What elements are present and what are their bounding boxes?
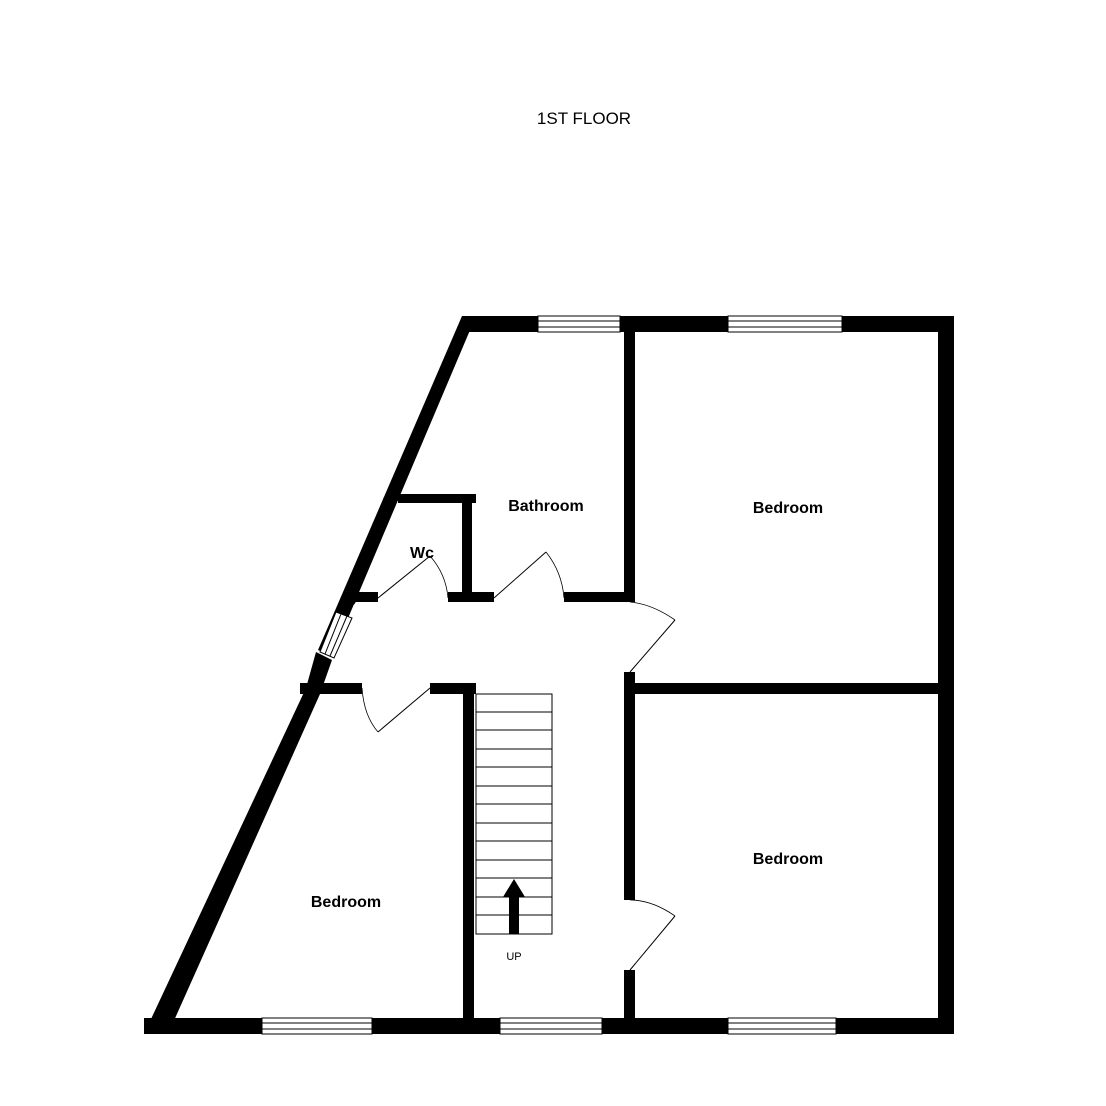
wall-bedroom-left-top — [430, 683, 476, 694]
room-label-bedroom-bottom-right: Bedroom — [753, 851, 823, 868]
door-bedroom-bottom-right — [629, 899, 676, 971]
top-wall-segment — [842, 316, 954, 332]
wall-hall-right — [624, 970, 635, 1030]
internal-walls — [300, 316, 954, 1030]
wall-junction — [344, 594, 356, 606]
bottom-wall-segment — [144, 1018, 262, 1034]
room-label-bedroom-top-right: Bedroom — [753, 500, 823, 517]
wall-landing-top — [348, 592, 378, 602]
wall-wc-bathroom — [462, 494, 472, 602]
wall-landing-top — [448, 592, 494, 602]
wall-bathroom-bedroom — [624, 316, 635, 602]
wall-bedroom-left-top — [300, 683, 362, 694]
wall-bedrooms-divider — [624, 683, 954, 694]
stairs-direction-label: UP — [506, 951, 521, 963]
room-label-wc: Wc — [410, 545, 434, 562]
window-wc-slanted — [319, 611, 353, 659]
window-bedroom-bottom-right — [727, 1017, 837, 1035]
right-wall — [938, 316, 954, 1034]
window-bathroom-top — [537, 315, 621, 333]
bottom-wall-segment — [836, 1018, 954, 1034]
wall-hall-right — [624, 672, 635, 900]
wall-wc-top — [398, 494, 476, 503]
windows — [261, 315, 843, 1035]
bottom-wall-segment — [372, 1018, 500, 1034]
wall-bedroom-stairs — [463, 683, 474, 1030]
stairs: UP — [475, 693, 553, 963]
room-label-bedroom-bottom-left: Bedroom — [311, 894, 381, 911]
outer-walls — [144, 316, 954, 1034]
door-bedroom-top-right — [629, 601, 676, 673]
top-wall-segment — [620, 316, 728, 332]
stairs-up-arrow-icon — [503, 879, 525, 934]
door-bathroom — [493, 551, 565, 599]
floor-title: 1ST FLOOR — [537, 109, 631, 128]
bottom-wall-segment — [602, 1018, 728, 1034]
room-label-bathroom: Bathroom — [508, 498, 584, 515]
wall-landing-top — [564, 592, 634, 602]
slanted-wall-upper — [318, 316, 476, 656]
window-bedroom-top-right — [727, 315, 843, 333]
door-wc — [377, 555, 449, 599]
top-wall-segment — [462, 316, 538, 332]
window-landing-bottom — [499, 1017, 603, 1035]
slanted-wall-lower — [144, 688, 320, 1034]
door-bedroom-bottom-left — [361, 687, 431, 733]
wall-junction — [383, 495, 393, 505]
window-bedroom-bottom-left — [261, 1017, 373, 1035]
doors — [361, 551, 676, 971]
